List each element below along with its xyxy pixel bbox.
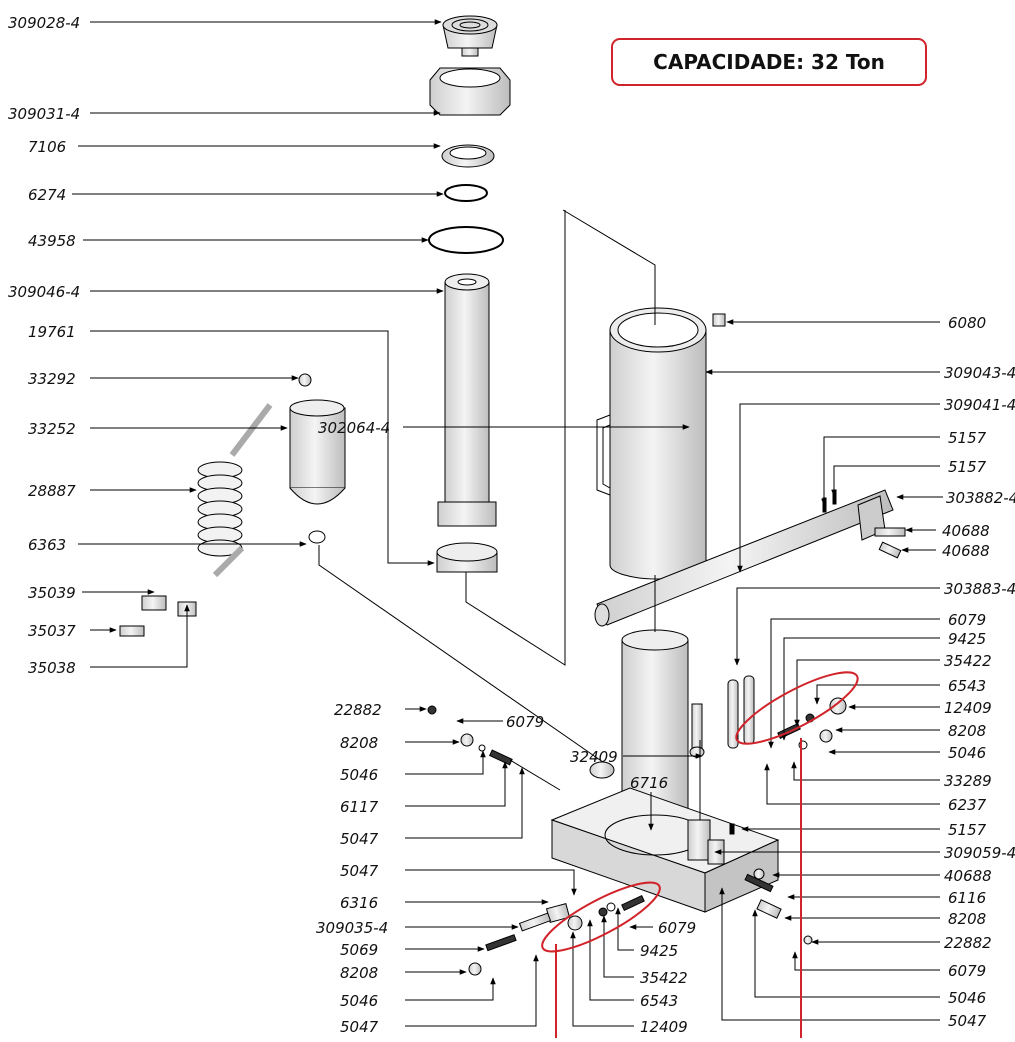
- elbow-33292: [298, 373, 312, 387]
- label-33252: 33252: [28, 420, 76, 438]
- plug-6080: [712, 313, 726, 327]
- ring-19761: [436, 542, 498, 573]
- label-6543-r: 6543: [948, 677, 986, 695]
- cup: [589, 761, 615, 779]
- label-19761: 19761: [28, 323, 76, 341]
- link-b: [743, 675, 755, 745]
- label-6117: 6117: [340, 798, 379, 816]
- part-labels: 309028-4 309031-4 7106 6274 43958 309046…: [8, 14, 1015, 1036]
- label-6079-m: 6079: [658, 919, 696, 937]
- capacity-box: CAPACIDADE: 32 Ton: [611, 38, 927, 86]
- label-43958: 43958: [28, 232, 76, 250]
- ram-cylinder: [437, 273, 497, 527]
- label-309028-4: 309028-4: [8, 14, 80, 32]
- label-9425-r: 9425: [948, 630, 986, 648]
- label-5046-r2: 5046: [948, 989, 986, 1007]
- label-5046-r1: 5046: [948, 744, 986, 762]
- top-nut: [429, 67, 511, 116]
- label-6079-r1: 6079: [948, 611, 986, 629]
- leader-lines: [72, 19, 943, 1027]
- label-33289: 33289: [944, 772, 992, 790]
- saddle-cap: [442, 15, 498, 57]
- label-309059-4: 309059-4: [944, 844, 1015, 862]
- label-309041-4: 309041-4: [944, 396, 1015, 414]
- label-33292: 33292: [28, 370, 76, 388]
- label-9425-m: 9425: [640, 942, 678, 960]
- highlight-ellipse-right: [735, 671, 859, 745]
- label-6363: 6363: [28, 536, 66, 554]
- label-6080: 6080: [948, 314, 986, 332]
- label-5047-l3: 5047: [340, 1018, 379, 1036]
- label-5069: 5069: [340, 941, 378, 959]
- label-309043-4: 309043-4: [944, 364, 1015, 382]
- label-35422-r: 35422: [944, 652, 992, 670]
- link-a: [727, 679, 739, 749]
- label-35039: 35039: [28, 584, 76, 602]
- label-35037: 35037: [28, 622, 76, 640]
- valve-35039: [141, 595, 167, 611]
- label-22882-r: 22882: [944, 934, 992, 952]
- cooling-coil: [197, 403, 273, 578]
- label-35038: 35038: [28, 659, 76, 677]
- label-6274: 6274: [28, 186, 66, 204]
- filler-bottle: [289, 399, 346, 505]
- label-309046-4: 309046-4: [8, 283, 80, 301]
- pin-40688-b: [878, 541, 902, 559]
- label-309035-4: 309035-4: [316, 919, 388, 937]
- label-8208-r2: 8208: [948, 910, 986, 928]
- label-40688-a: 40688: [942, 522, 990, 540]
- oring-6363: [308, 530, 326, 544]
- ring-6274: [444, 184, 488, 202]
- label-28887: 28887: [28, 482, 76, 500]
- label-8208-l2: 8208: [340, 964, 378, 982]
- label-309031-4: 309031-4: [8, 105, 80, 123]
- pin-40688-a: [874, 527, 906, 537]
- label-6237: 6237: [948, 796, 987, 814]
- label-5047-l1: 5047: [340, 830, 379, 848]
- label-303882-4: 303882-4: [946, 489, 1015, 507]
- label-6116: 6116: [948, 889, 986, 907]
- label-7106: 7106: [28, 138, 66, 156]
- label-5046-l1: 5046: [340, 766, 378, 784]
- label-6316: 6316: [340, 894, 378, 912]
- label-302064-4: 302064-4: [318, 419, 390, 437]
- fitting-35037: [119, 625, 145, 637]
- highlight-ellipse-left: [541, 881, 661, 953]
- part-drawings: [119, 15, 906, 976]
- label-5157-b: 5157: [948, 458, 987, 476]
- capacity-label: CAPACIDADE: 32 Ton: [653, 50, 885, 74]
- label-22882-l: 22882: [334, 701, 382, 719]
- label-5047-r: 5047: [948, 1012, 987, 1030]
- label-303883-4: 303883-4: [944, 580, 1015, 598]
- piston-block: [687, 819, 711, 861]
- label-6079-r2: 6079: [948, 962, 986, 980]
- label-32409: 32409: [570, 748, 618, 766]
- label-5047-l2: 5047: [340, 862, 379, 880]
- label-6079-l1: 6079: [506, 713, 544, 731]
- label-40688-b: 40688: [942, 542, 990, 560]
- label-12409-m: 12409: [640, 1018, 688, 1036]
- label-5157-a: 5157: [948, 429, 987, 447]
- highlight-marks: [541, 671, 859, 1038]
- label-40688-c: 40688: [944, 867, 992, 885]
- label-8208-l1: 8208: [340, 734, 378, 752]
- label-35422-m: 35422: [640, 969, 688, 987]
- label-5157-c: 5157: [948, 821, 987, 839]
- reservoir-tank: [596, 307, 707, 580]
- ring-43958: [428, 226, 504, 254]
- label-8208-r1: 8208: [948, 722, 986, 740]
- label-6716: 6716: [630, 774, 668, 792]
- label-5046-l2: 5046: [340, 992, 378, 1010]
- base-plate: [550, 787, 780, 913]
- label-6543-m: 6543: [640, 992, 678, 1010]
- label-12409-r: 12409: [944, 699, 992, 717]
